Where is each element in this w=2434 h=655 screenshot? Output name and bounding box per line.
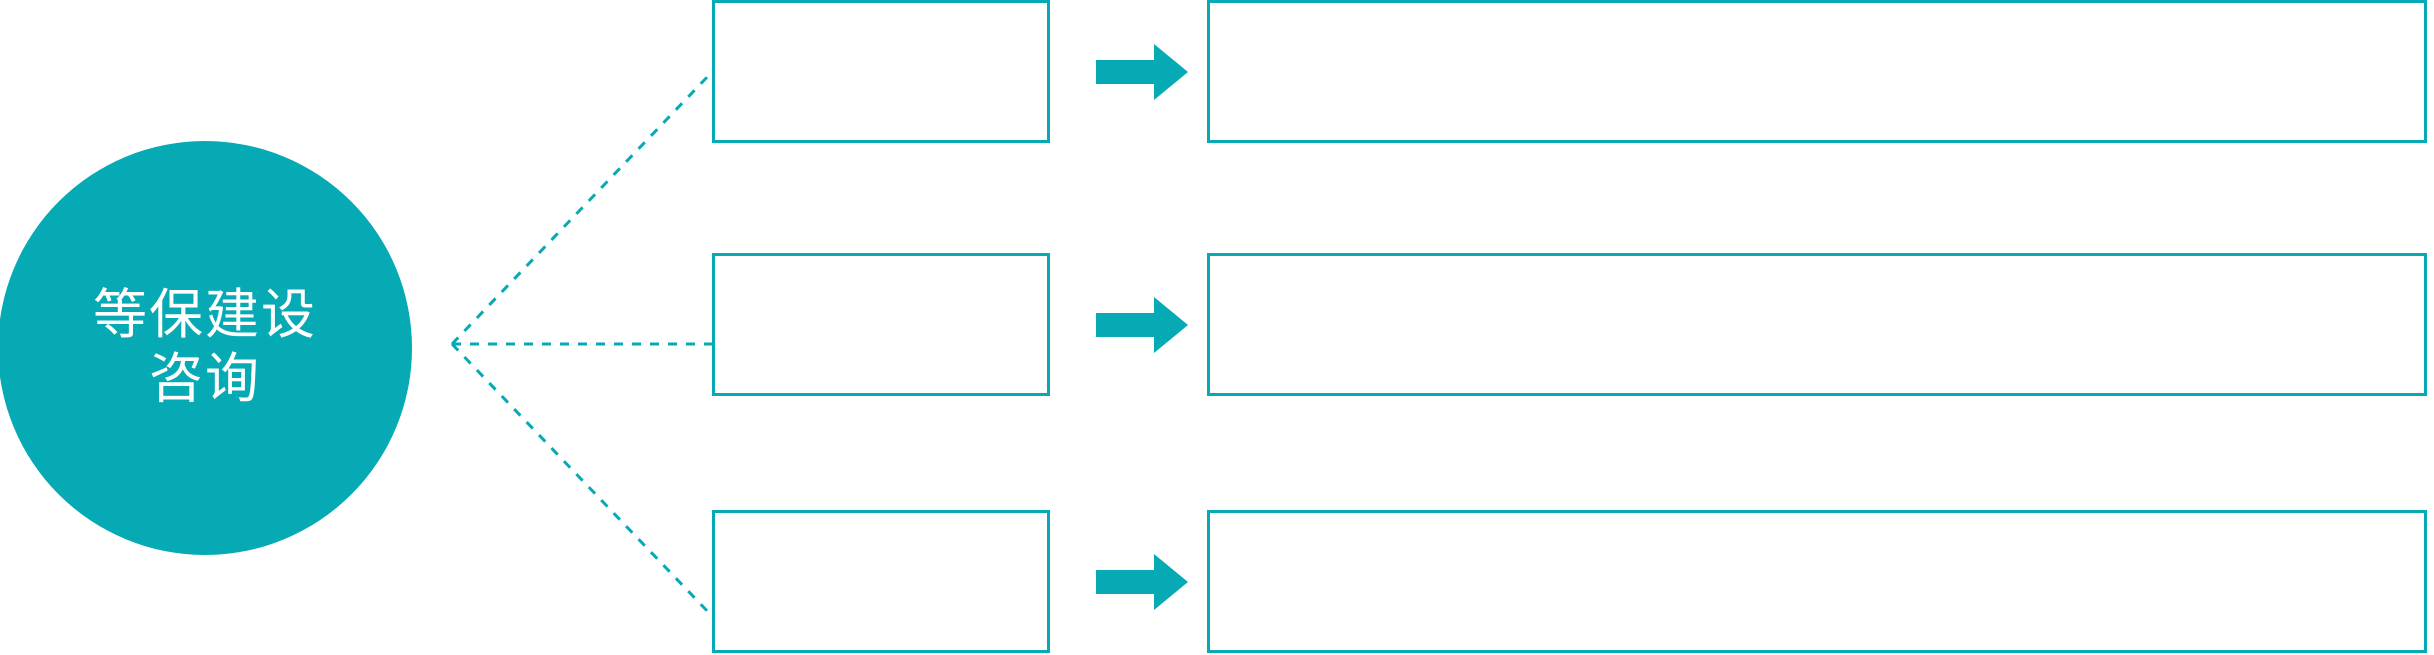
arrow-icon-3: [1096, 554, 1188, 610]
flow-row-1: [0, 0, 2434, 143]
arrow-icon-1: [1096, 44, 1188, 100]
flow-row-3: [0, 510, 2434, 653]
stage-box-1[interactable]: [712, 0, 1050, 143]
stage-box-3[interactable]: [712, 510, 1050, 653]
detail-box-2[interactable]: [1207, 253, 2427, 396]
flow-row-2: [0, 253, 2434, 396]
hub-title-line-1: 等保建设: [93, 285, 317, 346]
hub-circle[interactable]: 等保建设 咨询: [0, 141, 412, 555]
hub-title-line-2: 咨询: [149, 349, 261, 409]
detail-box-3[interactable]: [1207, 510, 2427, 653]
stage-box-2[interactable]: [712, 253, 1050, 396]
detail-box-1[interactable]: [1207, 0, 2427, 143]
arrow-icon-2: [1096, 297, 1188, 353]
